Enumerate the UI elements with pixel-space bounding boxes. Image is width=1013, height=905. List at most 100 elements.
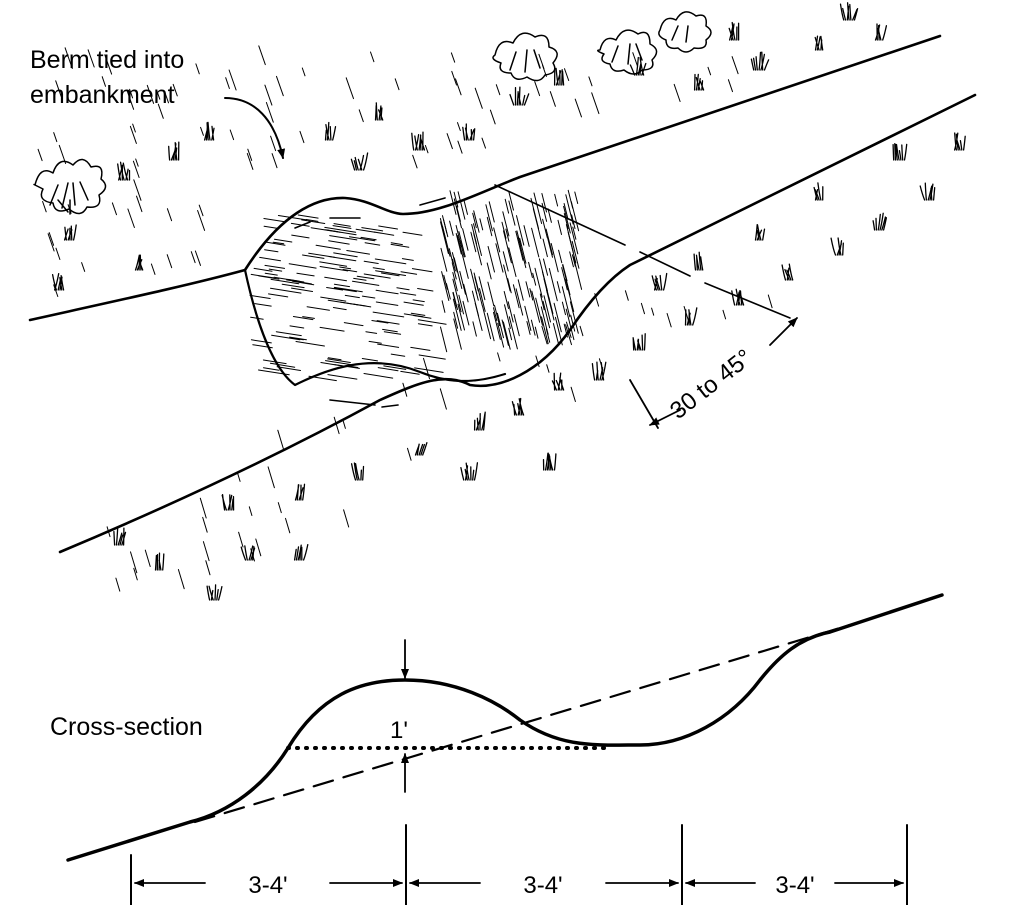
berm-hatch-stroke xyxy=(372,311,405,318)
channel-hatch-stroke xyxy=(451,262,457,280)
far-bank-hatch-stroke xyxy=(132,160,140,178)
berm-hatch-stroke xyxy=(250,339,272,344)
far-bank-hatch-stroke xyxy=(229,129,235,141)
far-bank-hatch-stroke xyxy=(190,251,196,264)
grass-tuft xyxy=(651,272,668,291)
far-bank-hatch-stroke xyxy=(446,133,453,150)
far-bank-hatch-stroke xyxy=(534,81,541,97)
grass-tuft xyxy=(134,254,144,271)
near-bank-hatch-stroke xyxy=(333,416,340,435)
channel-hatch-stroke xyxy=(516,230,521,246)
channel-hatch-stroke xyxy=(515,288,524,316)
far-bank-hatch-stroke xyxy=(101,76,106,87)
berm-hatch-stroke xyxy=(263,367,280,371)
berm-hatch-stroke xyxy=(272,241,285,245)
channel-hatch-stroke xyxy=(485,204,493,232)
near-bank-hatch-stroke xyxy=(267,466,275,489)
far-bank-hatch-stroke xyxy=(166,254,173,269)
berm-hatch-stroke xyxy=(319,326,345,332)
far-bank-hatch-stroke xyxy=(299,130,305,144)
berm-hatch-stroke xyxy=(382,328,398,333)
berm-hatch-stroke xyxy=(315,244,341,250)
far-bank-hatch-stroke xyxy=(58,144,67,164)
far-bank-hatch-stroke xyxy=(104,54,113,75)
near-bank-hatch-stroke xyxy=(177,569,185,590)
channel-hatch-stroke xyxy=(561,301,566,316)
berm-hatch-stroke xyxy=(268,293,289,298)
channel-hatch-stroke xyxy=(502,251,509,272)
grass-tuft xyxy=(892,143,908,161)
perspective-illustration: Berm tied into embankment 30 to 45° xyxy=(28,2,977,601)
berm-hatch-stroke xyxy=(413,315,432,319)
channel-hatch-stroke xyxy=(532,272,537,286)
berm-hatch-stroke xyxy=(281,283,305,289)
channel-hatch-stroke xyxy=(502,321,511,350)
channel-hatch-stroke xyxy=(479,218,484,231)
berm-hatch-stroke xyxy=(417,319,447,325)
berm-hatch-stroke xyxy=(412,299,425,303)
berm-hatch-stroke xyxy=(342,269,358,273)
channel-hatch-stroke xyxy=(501,319,509,346)
far-bank-hatch-stroke xyxy=(228,69,237,91)
far-bank-hatch-stroke xyxy=(150,263,156,275)
channel-hatch-stroke xyxy=(525,281,531,298)
far-bank-hatch-stroke xyxy=(424,145,429,154)
far-bank-hatch-stroke xyxy=(264,84,273,106)
channel-hatch-stroke xyxy=(486,312,495,342)
far-bank-hatch-stroke xyxy=(707,66,712,76)
channel-hatch-stroke xyxy=(523,225,530,247)
berm-hatch-stroke xyxy=(319,266,349,272)
far-bank-edge xyxy=(28,34,942,322)
channel-hatch-stroke xyxy=(458,294,464,315)
grass-tuft xyxy=(203,121,215,141)
channel-hatch-stroke xyxy=(479,288,486,312)
grass-tuft xyxy=(872,212,888,231)
channel-hatch-stroke xyxy=(529,288,534,301)
grass-tuft xyxy=(814,35,824,51)
berm-hatch-stroke xyxy=(302,254,325,259)
berm-hatch-stroke xyxy=(383,331,402,335)
far-bank-hatch-stroke xyxy=(197,210,206,231)
berm-hatch-stroke xyxy=(390,243,410,248)
span-2-label: 3-4' xyxy=(523,872,562,899)
berm-hatch-stroke xyxy=(363,260,379,264)
far-bank-hatch-stroke xyxy=(731,56,739,75)
berm-hatch-stroke xyxy=(377,343,400,348)
berm-hatch-stroke xyxy=(320,362,344,367)
channel-hatch-stroke xyxy=(445,283,451,300)
grass-tuft xyxy=(629,56,647,76)
channel-hatch-stroke xyxy=(440,247,448,272)
channel-hatch-stroke xyxy=(533,192,543,224)
berm-hatch-stroke xyxy=(378,225,398,230)
grass-tuft xyxy=(206,584,223,601)
channel-hatch-stroke xyxy=(452,258,456,272)
berm-hatch-stroke xyxy=(249,294,271,299)
grass-tuft xyxy=(411,131,426,151)
berm-hatch-stroke xyxy=(374,258,407,265)
far-bank-hatch-stroke xyxy=(111,202,117,216)
grass-tuft xyxy=(113,526,127,546)
grass-tuft xyxy=(154,552,165,571)
berm-hatch-stroke xyxy=(292,280,315,286)
grass-tuft xyxy=(293,543,309,561)
berm-hatch-stroke xyxy=(361,358,378,362)
channel-hatch-stroke xyxy=(473,272,483,307)
channel-hatch-stroke xyxy=(486,262,492,280)
far-bank-hatch-stroke xyxy=(591,92,600,115)
channel-hatch-stroke xyxy=(470,231,477,253)
berm-hatch-stroke xyxy=(376,320,400,325)
channel-hatch-stroke xyxy=(496,312,504,339)
channel-hatch-stroke xyxy=(493,311,501,340)
callout-arrow xyxy=(224,97,286,159)
channel-hatch-stroke xyxy=(565,194,574,225)
channel-hatch-stroke xyxy=(508,191,514,211)
grass-tuft xyxy=(511,397,525,416)
far-bank-hatch-stroke xyxy=(64,47,73,69)
berm-hatch-stroke xyxy=(268,268,283,272)
far-bank-hatch-stroke xyxy=(48,232,55,246)
channel-hatch-stroke xyxy=(541,316,549,345)
far-bank-hatch-stroke xyxy=(135,158,139,167)
far-bank-hatch-stroke xyxy=(166,208,173,222)
near-bank-edge xyxy=(58,93,977,554)
